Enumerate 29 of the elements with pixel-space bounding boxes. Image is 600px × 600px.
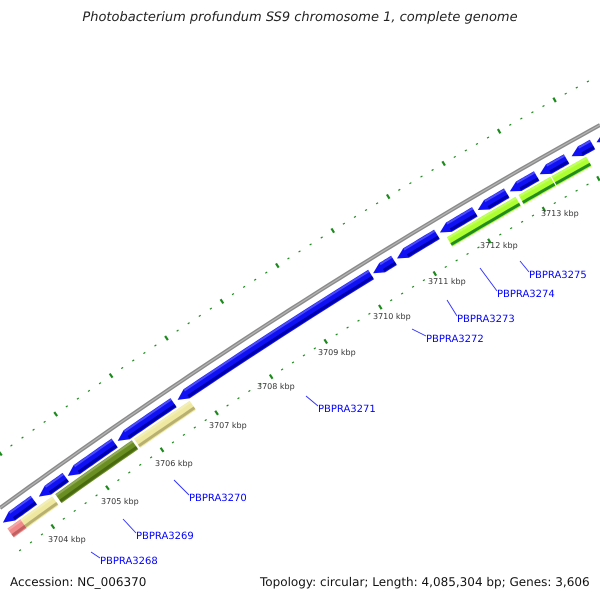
tick-label: 3710 kbp bbox=[373, 312, 411, 321]
chart-title: Photobacterium profundum SS9 chromosome 1, complete genome bbox=[81, 10, 519, 25]
tick-label: 3713 kbp bbox=[541, 209, 579, 218]
gene-label: PBPRA3270 bbox=[189, 493, 247, 505]
tick-label: 3706 kbp bbox=[155, 459, 193, 468]
tick-label: 3709 kbp bbox=[318, 348, 356, 357]
leader-line bbox=[520, 260, 530, 272]
leader-line bbox=[480, 268, 498, 292]
leader-line bbox=[122, 518, 136, 534]
gene-label: PBPRA3272 bbox=[426, 334, 484, 346]
footer-text: Accession: NC_006370 bbox=[10, 575, 146, 589]
gene-label: PBPRA3271 bbox=[318, 404, 376, 416]
leader-line bbox=[90, 552, 100, 558]
leader-line bbox=[412, 328, 426, 336]
leader-line bbox=[174, 480, 190, 496]
tick-label: 3712 kbp bbox=[480, 241, 518, 250]
gene-label: PBPRA3274 bbox=[497, 289, 555, 301]
tick-label: 3708 kbp bbox=[257, 382, 295, 391]
gene-label: PBPRA3269 bbox=[136, 531, 194, 543]
tick-label: 3707 kbp bbox=[209, 421, 247, 430]
footer-text: Topology: circular; Length: 4,085,304 bp; Genes: 3,606 bbox=[260, 575, 590, 589]
gene-label: PBPRA3275 bbox=[529, 270, 587, 282]
tick-label: 3704 kbp bbox=[48, 535, 86, 544]
tick-label: 3711 kbp bbox=[428, 277, 466, 286]
leader-line bbox=[446, 300, 458, 316]
gene-label: PBPRA3268 bbox=[100, 556, 158, 568]
tick-label: 3705 kbp bbox=[101, 497, 139, 506]
gene-label: PBPRA3273 bbox=[457, 314, 515, 326]
leader-line bbox=[306, 396, 318, 406]
